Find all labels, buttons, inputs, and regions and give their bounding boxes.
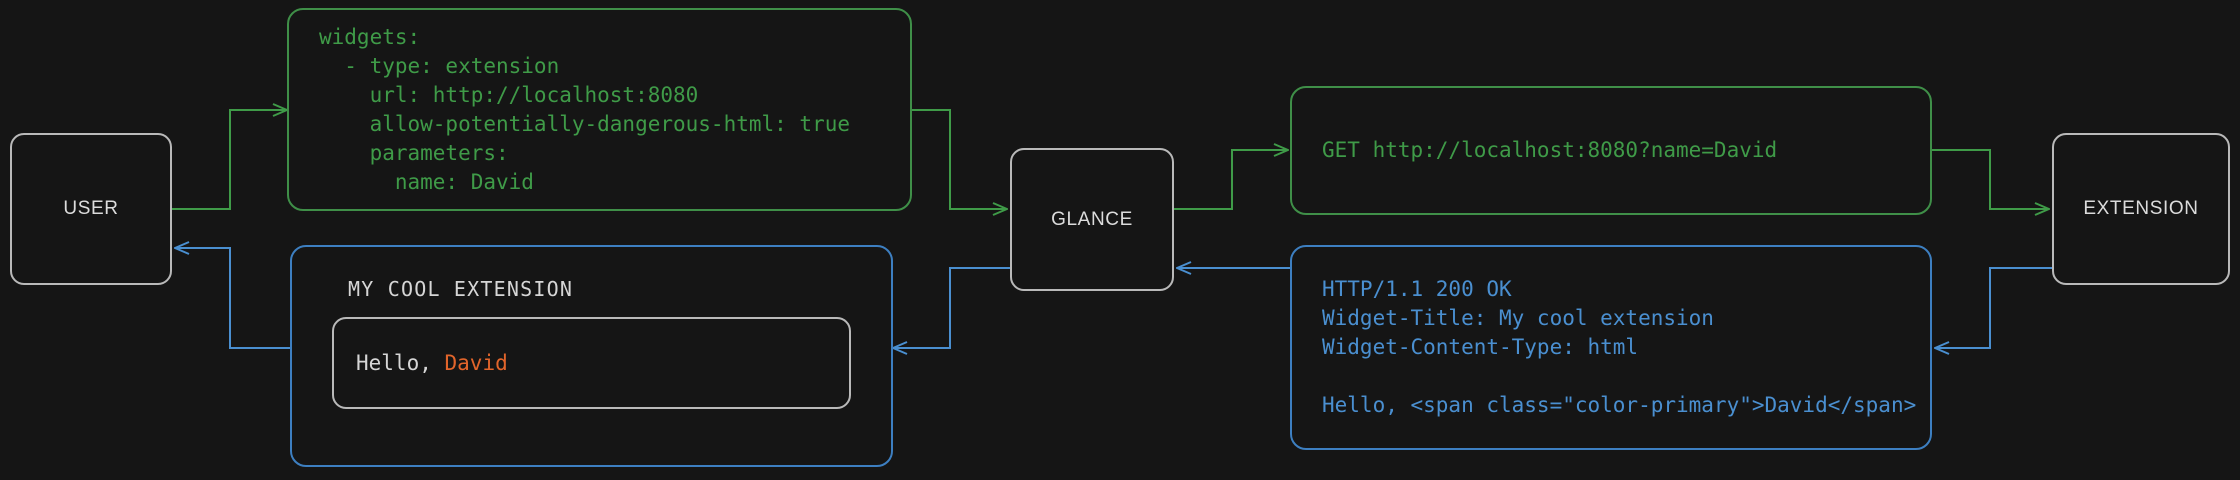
config-line-5: name: David (319, 169, 534, 194)
response-line-0: HTTP/1.1 200 OK (1322, 277, 1512, 301)
config-line-0: widgets: (319, 24, 421, 49)
config-line-1: - type: extension (319, 53, 560, 78)
config-line-2: url: http://localhost:8080 (319, 82, 699, 107)
response-line-4: Hello, <span class="color-primary">David… (1322, 393, 1917, 417)
request-line-0: GET http://localhost:8080?name=David (1322, 138, 1778, 162)
widget-preview-card: Hello, David (332, 317, 851, 409)
edge-widget-to-user (175, 248, 290, 349)
config-line-4: parameters: (319, 140, 509, 165)
edge-config-to-glance (912, 109, 1007, 209)
widget-greeting-prefix: Hello, (356, 351, 445, 375)
edge-glance-to-request (1174, 150, 1288, 210)
edge-user-to-config (172, 110, 287, 210)
widget-greeting-name: David (444, 351, 508, 375)
http-response-box[interactable]: HTTP/1.1 200 OK Widget-Title: My cool ex… (1290, 245, 1932, 450)
edge-request-to-extension (1932, 149, 2049, 209)
node-extension[interactable]: EXTENSION (2052, 133, 2230, 285)
response-line-1: Widget-Title: My cool extension (1322, 306, 1714, 330)
widget-preview-panel[interactable]: MY COOL EXTENSION Hello, David (290, 245, 893, 467)
node-glance[interactable]: GLANCE (1010, 148, 1174, 291)
http-request-box[interactable]: GET http://localhost:8080?name=David (1290, 86, 1932, 215)
node-glance-label: GLANCE (1051, 208, 1133, 230)
node-user[interactable]: USER (10, 133, 172, 285)
node-user-label: USER (63, 198, 119, 219)
edge-glance-to-widget (893, 267, 1010, 348)
config-line-3: allow-potentially-dangerous-html: true (319, 111, 851, 136)
config-yaml-box[interactable]: widgets: - type: extension url: http://l… (287, 8, 912, 211)
widget-preview-title: MY COOL EXTENSION (348, 277, 574, 301)
node-extension-label: EXTENSION (2083, 198, 2199, 219)
response-line-2: Widget-Content-Type: html (1322, 335, 1639, 359)
edge-extension-to-response (1935, 267, 2052, 348)
response-line-blank (1322, 362, 1900, 391)
